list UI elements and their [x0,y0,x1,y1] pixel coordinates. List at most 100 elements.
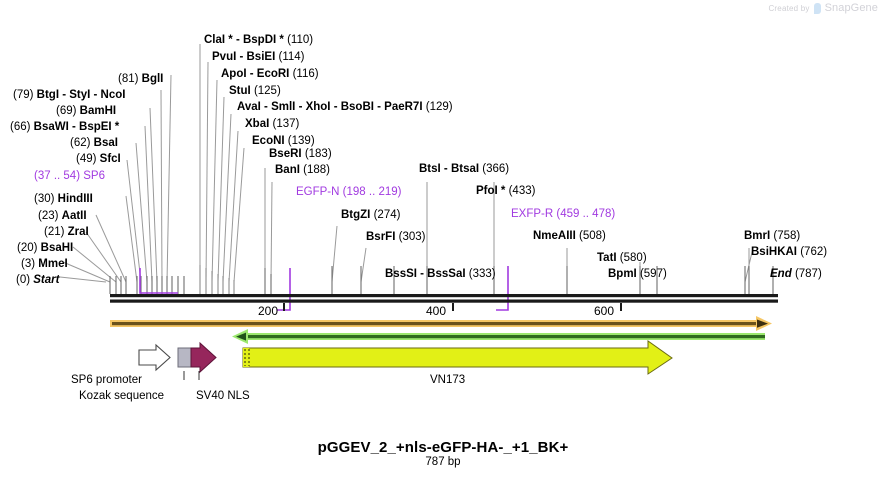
enzyme-name: BsaI [93,137,118,149]
ruler-tick-600: 600 [594,304,615,318]
enzyme-position: (129) [425,101,453,113]
enzyme-name: BtgZI [341,209,371,221]
enzyme-position: (433) [508,185,536,197]
enzyme-label-bsaHI[interactable]: (20) BsaHI [17,242,73,254]
enzyme-name: PvuI - BsiEI [212,51,276,63]
feature-caption-kozak-sequence[interactable]: Kozak sequence [79,390,165,402]
enzyme-label-pfoI[interactable]: PfoI * (433) [476,185,535,197]
watermark-brand-label: SnapGene [824,2,878,14]
enzyme-position: (183) [304,148,332,160]
enzyme-label-btgZI[interactable]: BtgZI (274) [341,209,400,221]
primer-name: SP6 [83,170,105,182]
primer-position: (198 .. 219) [342,186,402,198]
page-title: pGGEV_2_+nls-eGFP-HA-_+1_BK+ [317,439,569,456]
enzyme-name: BglI [141,73,164,85]
primer-name: EXFP-R [511,208,554,220]
ruler-tick-200: 200 [258,304,279,318]
enzyme-name: HindIII [57,193,93,205]
sp6-promoter-arrow [138,343,171,372]
feature-caption-sp6-promoter[interactable]: SP6 promoter [71,374,142,386]
enzyme-label-claI-bspDI[interactable]: ClaI * - BspDI * (110) [204,34,313,46]
enzyme-label-xbaI[interactable]: XbaI (137) [245,118,299,130]
enzyme-label-banI[interactable]: BanI (188) [275,164,330,176]
enzyme-position: (62) [70,137,91,149]
backbone-line [110,294,778,303]
feature-caption-sv40-nls[interactable]: SV40 NLS [196,390,250,402]
enzyme-position: (30) [34,193,55,205]
primer-position: (459 .. 478) [556,208,616,220]
enzyme-label-sfcI[interactable]: (49) SfcI [76,153,121,165]
marker-position: (0) [16,274,31,286]
enzyme-name: ApoI - EcoRI [221,68,290,80]
enzyme-label-bsaI[interactable]: (62) BsaI [70,137,118,149]
enzyme-label-aatII[interactable]: (23) AatII [38,210,87,222]
enzyme-position: (274) [373,209,401,221]
enzyme-label-bamHI[interactable]: (69) BamHI [56,105,116,117]
primer-label-egfp-n[interactable]: EGFP-N (198 .. 219) [296,186,401,198]
enzyme-position: (125) [253,85,281,97]
marker-position: (787) [794,268,822,280]
marker-label-end[interactable]: End (787) [770,268,822,280]
enzyme-position: (333) [468,268,496,280]
marker-label-start[interactable]: (0) Start [16,274,59,286]
sv40-nls-arrow [190,341,217,374]
enzyme-position: (20) [17,242,38,254]
enzyme-position: (69) [56,105,77,117]
kozak-sequence-box [177,347,192,368]
enzyme-label-stuI[interactable]: StuI (125) [229,85,281,97]
enzyme-label-ecoNI[interactable]: EcoNI (139) [252,135,315,147]
enzyme-label-bsiHKAI[interactable]: BsiHKAI (762) [751,246,827,258]
enzyme-position: (762) [800,246,828,258]
enzyme-label-bssSI-bssSaI[interactable]: BssSI - BssSaI (333) [385,268,496,280]
enzyme-name: BssSI - BssSaI [385,268,466,280]
marker-name: End [770,268,792,280]
enzyme-label-bsaWI-bspEI[interactable]: (66) BsaWI - BspEI * [10,121,119,133]
enzyme-label-pvuI-bsiEI[interactable]: PvuI - BsiEI (114) [212,51,304,63]
enzyme-position: (23) [38,210,59,222]
enzyme-position: (79) [13,89,34,101]
primer-label-exfp-r[interactable]: EXFP-R (459 .. 478) [511,208,615,220]
enzyme-name: EcoNI [252,135,285,147]
enzyme-label-mmeI[interactable]: (3) MmeI [21,258,68,270]
watermark-created-by-label: Created by [768,3,810,13]
enzyme-label-bpmI[interactable]: BpmI (597) [608,268,667,280]
enzyme-label-tatI[interactable]: TatI (580) [597,252,647,264]
enzyme-label-btsI-btsaI[interactable]: BtsI - BtsaI (366) [419,163,509,175]
enzyme-name: MmeI [38,258,68,270]
enzyme-name: BtgI - StyI - NcoI [36,89,126,101]
enzyme-name: NmeAIII [533,230,576,242]
primer-name: EGFP-N [296,186,340,198]
enzyme-position: (303) [398,231,426,243]
enzyme-label-hindIII[interactable]: (30) HindIII [34,193,93,205]
enzyme-name: BamHI [79,105,117,117]
enzyme-label-avaI-smlI-xhoI-bsoBI-paeR7I[interactable]: AvaI - SmlI - XhoI - BsoBI - PaeR7I (129… [237,101,453,113]
enzyme-position: (110) [287,34,314,46]
enzyme-name: BpmI [608,268,637,280]
enzyme-label-nmeAIII[interactable]: NmeAIII (508) [533,230,606,242]
enzyme-position: (114) [278,51,305,63]
enzyme-name: BsrFI [366,231,396,243]
ruler-tick-400: 400 [426,304,447,318]
enzyme-label-bseRI[interactable]: BseRI (183) [269,148,332,160]
feature-caption-vn173[interactable]: VN173 [430,374,466,386]
vn173-orf-arrow [242,340,673,375]
enzyme-name: StuI [229,85,251,97]
enzyme-label-bmrI[interactable]: BmrI (758) [744,230,800,242]
enzyme-position: (580) [619,252,647,264]
enzyme-label-apoI-ecoRI[interactable]: ApoI - EcoRI (116) [221,68,319,80]
enzyme-label-bglI[interactable]: (81) BglI [118,73,163,85]
enzyme-label-btgI-styI-ncoI[interactable]: (79) BtgI - StyI - NcoI [13,89,125,101]
enzyme-position: (366) [482,163,510,175]
enzyme-name: BsiHKAI [751,246,798,258]
enzyme-name: PfoI * [476,185,506,197]
enzyme-label-zraI[interactable]: (21) ZraI [44,226,89,238]
orange-feature-track [110,316,772,331]
enzyme-name: BseRI [269,148,302,160]
enzyme-name: BsaHI [40,242,74,254]
enzyme-label-bsrFI[interactable]: BsrFI (303) [366,231,425,243]
primer-label-sp6[interactable]: (37 .. 54) SP6 [34,170,105,182]
enzyme-name: XbaI [245,118,270,130]
primer-position: (37 .. 54) [34,170,81,182]
